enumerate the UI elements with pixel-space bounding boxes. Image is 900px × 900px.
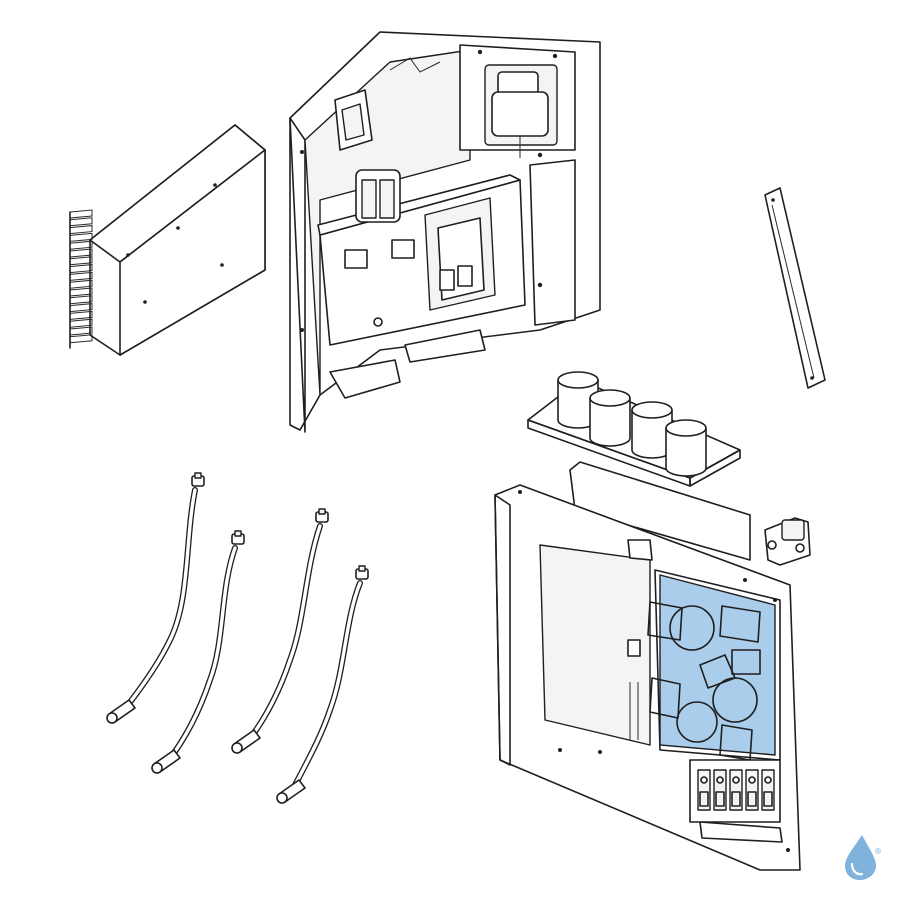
electrical-box-chassis bbox=[289, 31, 601, 433]
logo-registered-mark: ® bbox=[874, 847, 882, 856]
capacitor-board bbox=[527, 371, 741, 487]
sensor-probe bbox=[276, 565, 369, 804]
mounting-bracket-bar bbox=[764, 187, 826, 389]
temperature-sensor-probes bbox=[106, 472, 369, 804]
connector-block bbox=[764, 517, 811, 566]
sensor-probe bbox=[231, 508, 329, 754]
sensor-probe bbox=[151, 530, 245, 774]
control-board-chassis bbox=[494, 461, 801, 871]
heat-sink-part bbox=[69, 124, 266, 356]
water-drop-logo-icon: ® bbox=[845, 835, 882, 880]
sensor-probe bbox=[106, 472, 205, 724]
